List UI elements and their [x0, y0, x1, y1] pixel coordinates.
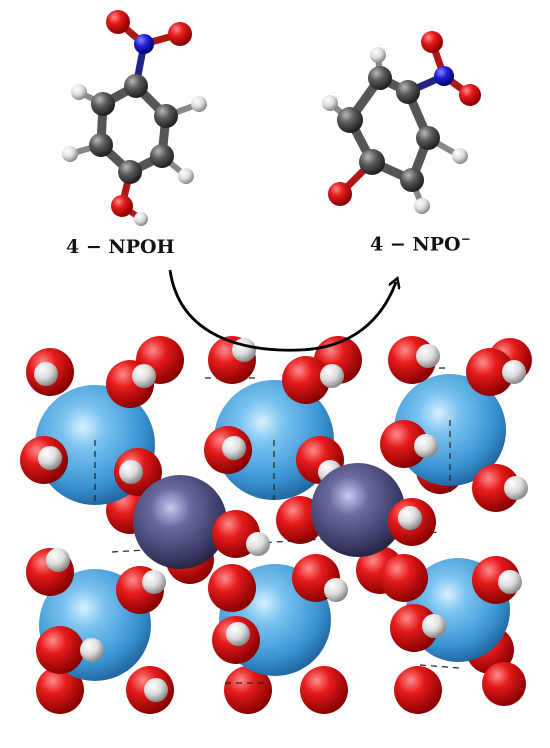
carbon-atom	[396, 80, 420, 104]
charge-superscript: −	[460, 232, 471, 246]
carbon-atom	[154, 104, 178, 128]
reaction-arrow	[168, 269, 396, 352]
oxygen-atom	[421, 31, 443, 53]
molecule-4-npo-anion	[322, 31, 481, 214]
hydrogen-atom	[322, 95, 338, 111]
carbon-atom	[150, 144, 174, 168]
oxygen-atom	[111, 195, 133, 217]
oxygen-atom	[459, 84, 481, 106]
lattice-top-waters	[20, 336, 528, 512]
lattice-bottom-waters	[26, 548, 526, 714]
carbon-atom	[400, 168, 424, 192]
oxygen-atom	[106, 10, 130, 34]
hydrogen-atom	[370, 47, 386, 63]
bonds-left	[67, 18, 202, 221]
nitrogen-atom	[134, 34, 154, 54]
crystal-lattice	[20, 336, 532, 714]
molecule-name: 4 − NPO	[370, 233, 461, 256]
molecule-name: 4 − NPOH	[66, 236, 175, 258]
hydrogen-atom	[62, 146, 78, 162]
nitrogen-atom	[434, 66, 454, 86]
metal-sphere-purple	[133, 475, 227, 569]
carbon-atom	[118, 160, 142, 184]
hydrogen-atom	[134, 212, 148, 226]
lattice-middle-waters	[212, 498, 436, 558]
hydrogen-atom	[71, 84, 87, 100]
label-4-npoh: 4 − NPOH	[66, 236, 175, 258]
molecule-4-npoh	[62, 10, 207, 226]
oxygen-atom	[168, 22, 192, 46]
carbon-atom	[89, 133, 113, 157]
metal-sphere-purple	[311, 463, 405, 557]
hydrogen-atom	[191, 96, 207, 112]
carbon-atom	[368, 66, 392, 90]
carbon-atom	[124, 74, 148, 98]
carbon-atom	[359, 149, 385, 175]
carbon-atom	[416, 126, 440, 150]
hydrogen-atom	[414, 198, 430, 214]
carbon-atom	[337, 107, 363, 133]
hydrogen-atom	[452, 148, 468, 164]
hydrogen-atom	[178, 168, 194, 184]
oxygen-atom	[328, 182, 352, 206]
label-4-npo-anion: 4 − NPO−	[370, 232, 471, 255]
carbon-atom	[91, 92, 115, 116]
